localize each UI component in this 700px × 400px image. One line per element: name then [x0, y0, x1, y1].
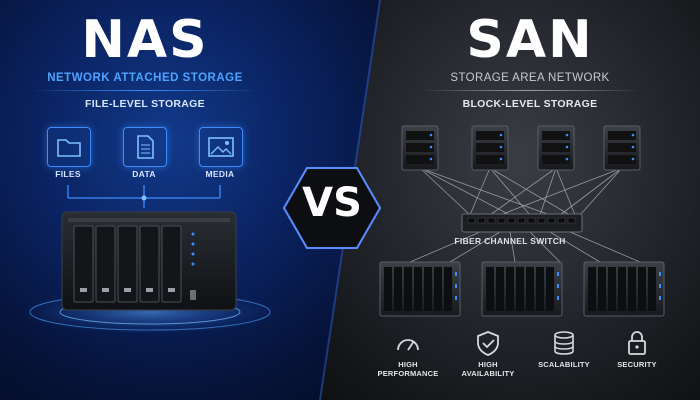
- feature-line: PERFORMANCE: [377, 369, 439, 379]
- feature-security: SECURITY: [603, 360, 671, 369]
- feature-scalability: SCALABILITY: [530, 360, 598, 369]
- document-icon: [123, 127, 167, 167]
- speedometer-icon: [397, 339, 419, 351]
- nas-subtitle: NETWORK ATTACHED STORAGE: [47, 72, 243, 84]
- feature-line: SECURITY: [617, 360, 657, 369]
- folder-icon: [47, 127, 91, 167]
- san-subtitle: STORAGE AREA NETWORK: [450, 72, 610, 84]
- feature-line: HIGH: [478, 360, 498, 369]
- lock-icon: [628, 331, 646, 355]
- nas-divider: [30, 90, 260, 91]
- san-title: SAN: [466, 10, 594, 70]
- nas-icon-label-files: FILES: [55, 169, 81, 179]
- shield-check-icon: [477, 331, 499, 356]
- nas-icon-label-data: DATA: [132, 169, 156, 179]
- feature-line: HIGH: [398, 360, 418, 369]
- database-icon: [554, 331, 574, 355]
- image-icon: [199, 127, 243, 167]
- vs-label: VS: [302, 180, 362, 226]
- nas-icon-label-media: MEDIA: [205, 169, 235, 179]
- fiber-channel-switch-label: FIBER CHANNEL SWITCH: [454, 236, 566, 246]
- feature-line: AVAILABILITY: [461, 369, 515, 379]
- san-level-label: BLOCK-LEVEL STORAGE: [462, 98, 598, 110]
- nas-title: NAS: [81, 10, 209, 70]
- san-divider: [420, 90, 640, 91]
- nas-level-label: FILE-LEVEL STORAGE: [85, 98, 205, 110]
- vs-hexagon-icon: [282, 167, 382, 249]
- feature-high-performance: HIGH PERFORMANCE: [376, 360, 440, 379]
- feature-high-availability: HIGH AVAILABILITY: [456, 360, 520, 379]
- feature-line: SCALABILITY: [538, 360, 590, 369]
